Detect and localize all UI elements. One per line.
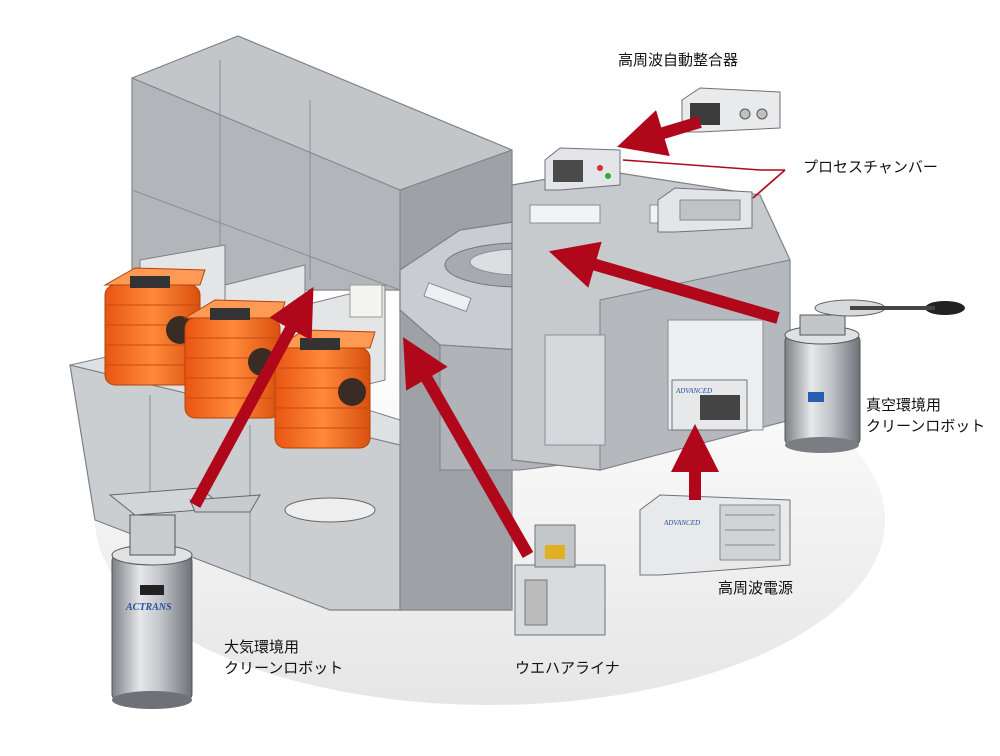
arrow-aligner-to-hub <box>403 337 534 558</box>
process-chamber-unit <box>544 147 621 191</box>
arrow-atm-robot-to-loadport <box>189 286 314 508</box>
label-vacuum-robot: 真空環境用 クリーンロボット <box>866 395 985 437</box>
label-rf-matcher: 高周波自動整合器 <box>618 51 739 69</box>
label-vacuum-robot-line1: 真空環境用 <box>866 396 942 414</box>
flow-arrows <box>189 110 780 558</box>
label-atm-robot-line1: 大気環境用 <box>224 638 300 656</box>
wafer-cassette <box>273 329 376 449</box>
label-atm-robot-line2: クリーンロボット <box>224 659 344 677</box>
arrow-matcher-to-chamber <box>617 110 702 157</box>
rf-power-module: ADVANCED <box>671 379 748 431</box>
vacuum-robot <box>784 299 965 453</box>
label-process-chamber: プロセスチャンバー <box>803 158 938 176</box>
atm-robot-brand: ACTRANS <box>125 602 172 613</box>
label-vacuum-robot-line2: クリーンロボット <box>866 417 986 435</box>
label-rf-power: 高周波電源 <box>718 579 794 597</box>
process-chamber-unit <box>657 187 753 233</box>
label-atm-robot: 大気環境用 クリーンロボット <box>224 637 343 679</box>
rf-power-unit-brand: ADVANCED <box>675 387 712 395</box>
atmospheric-robot: ACTRANS <box>108 487 376 709</box>
arrow-vacuum-robot-to-chamber <box>548 241 780 324</box>
wafer-aligner <box>514 524 606 636</box>
callout-lines <box>622 159 786 199</box>
label-aligner: ウエハアライナ <box>515 659 620 677</box>
rf-power-rack: ADVANCED <box>639 494 791 576</box>
rf-power-rack-brand: ADVANCED <box>663 519 700 527</box>
